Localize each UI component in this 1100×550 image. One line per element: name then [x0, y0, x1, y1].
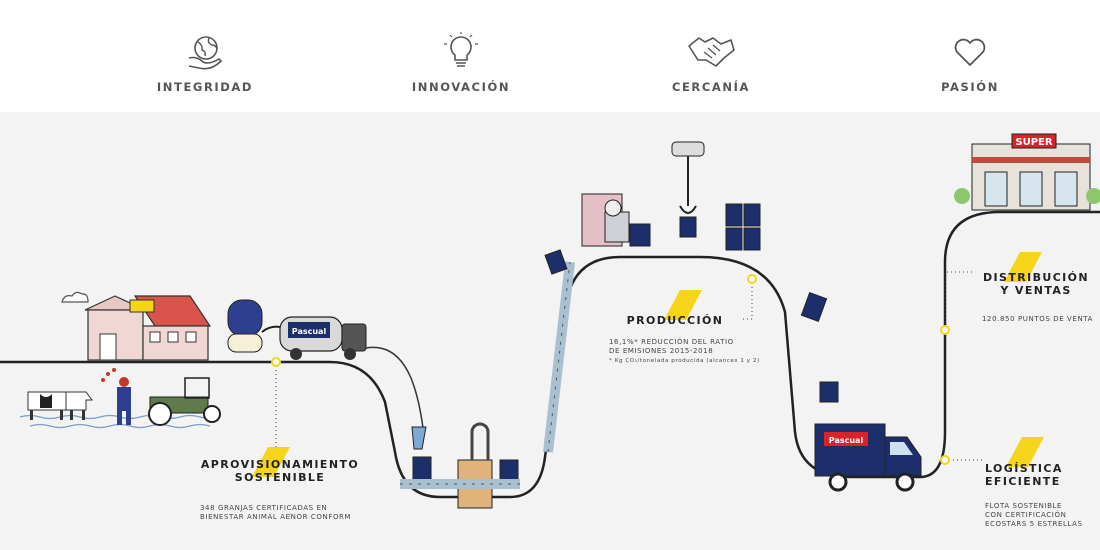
store-sign: SUPER — [1015, 137, 1052, 148]
connector-dots — [271, 274, 950, 465]
flying-carton — [819, 381, 839, 403]
supermarket: SUPER — [954, 133, 1100, 211]
production-machine — [581, 193, 651, 247]
farmer — [101, 368, 131, 425]
aprovisionamiento-body: 348 GRANJAS CERTIFICADAS EN BIENESTAR AN… — [200, 504, 352, 521]
lightbulb-icon — [444, 32, 478, 67]
conveyor-belt — [400, 261, 575, 489]
values-header: INTEGRIDAD INNOVACIÓN CERCANÍA PASIÓN — [0, 0, 1100, 112]
aprovisionamiento-title: APROVISIONAMIENTO SOSTENIBLE — [200, 458, 360, 484]
supply-chain-illustration: Pascual — [0, 133, 1100, 509]
svg-text:Pascual: Pascual — [292, 327, 327, 336]
value-cercania: CERCANÍA — [641, 32, 781, 94]
handshake-icon — [688, 37, 735, 67]
accent-slashes — [252, 252, 1044, 477]
distribucion-body: 120.850 PUNTOS DE VENTA — [982, 315, 1094, 323]
supply-chain-diagram: Pascual — [0, 112, 1100, 550]
milk-tank — [227, 299, 285, 353]
value-label: INTEGRIDAD — [156, 80, 254, 94]
leader-lines — [275, 271, 985, 461]
barn — [84, 295, 212, 361]
carton-stack — [725, 203, 761, 251]
distribucion-title: DISTRIBUCIÓN Y VENTAS — [982, 271, 1090, 297]
produccion-body: 16,1%* REDUCCIÓN DEL RATIO DE EMISIONES … — [609, 338, 734, 355]
robot-arm — [671, 141, 705, 238]
tractor — [148, 377, 221, 426]
value-label: PASIÓN — [941, 80, 999, 94]
globe-hand-icon — [188, 36, 223, 70]
svg-text:Pascual: Pascual — [829, 436, 864, 445]
value-pasion: PASIÓN — [900, 32, 1040, 94]
route-path — [0, 210, 1100, 499]
heart-icon — [954, 38, 986, 66]
cloud — [61, 291, 89, 303]
cows — [27, 391, 93, 420]
flying-carton — [800, 292, 828, 322]
value-label: CERCANÍA — [671, 80, 751, 94]
delivery-truck: Pascual — [814, 423, 922, 492]
value-integridad: INTEGRIDAD — [135, 32, 275, 94]
logistica-title: LOGÍSTICA EFICIENTE — [985, 462, 1063, 488]
value-innovacion: INNOVACIÓN — [391, 32, 531, 94]
tanker-truck: Pascual — [279, 316, 427, 450]
produccion-title: PRODUCCIÓN — [626, 314, 724, 327]
logistica-body: FLOTA SOSTENIBLE CON CERTIFICACIÓN ECOST… — [985, 502, 1083, 528]
produccion-note: * Kg CO₂/tonelada producida (alcances 1 … — [609, 358, 760, 364]
flying-carton — [544, 249, 568, 275]
value-label: INNOVACIÓN — [411, 80, 511, 94]
